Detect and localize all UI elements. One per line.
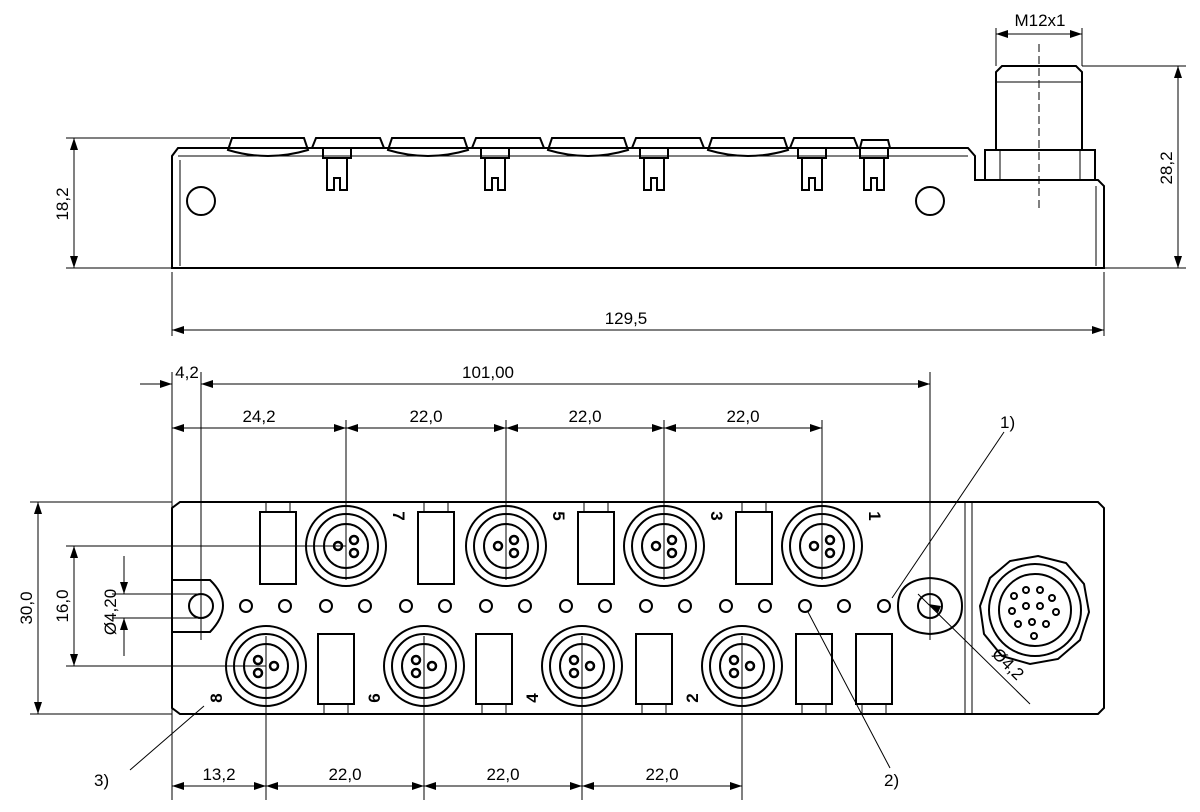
side-port-caps bbox=[226, 137, 891, 157]
label-side-height: 18,2 bbox=[53, 187, 72, 220]
label-hole-row-span: 16,0 bbox=[53, 589, 72, 622]
callout-2: 2) bbox=[884, 771, 899, 790]
label-bottom-pitch-2: 22,0 bbox=[486, 765, 519, 784]
dim-side-height: 18,2 bbox=[53, 137, 230, 269]
port-numbers: 7 5 3 1 8 6 4 2 bbox=[207, 511, 884, 702]
dim-body-width: 30,0 bbox=[17, 501, 172, 715]
top-body-outline bbox=[171, 501, 1105, 715]
led-row bbox=[239, 599, 891, 613]
port-number-4: 4 bbox=[523, 693, 542, 703]
dim-bottom-pitch: 13,2 22,0 22,0 22,0 bbox=[172, 765, 742, 790]
callouts: 1) 2) 3) bbox=[94, 413, 1015, 790]
port-number-7: 7 bbox=[389, 511, 408, 520]
port-number-2: 2 bbox=[683, 693, 702, 702]
label-hole-dia-small: 4,20 bbox=[101, 589, 120, 622]
label-bottom-first: 13,2 bbox=[202, 765, 235, 784]
port-number-3: 3 bbox=[707, 511, 726, 520]
side-clips bbox=[322, 148, 889, 191]
label-bottom-pitch-1: 22,0 bbox=[328, 765, 361, 784]
top-view: 7 5 3 1 8 6 4 2 bbox=[17, 363, 1105, 800]
label-top-pitch-2: 22,0 bbox=[568, 407, 601, 426]
port-number-6: 6 bbox=[365, 693, 384, 702]
dim-hole-dia-small: Ø4,20 bbox=[101, 556, 201, 656]
port-number-5: 5 bbox=[549, 511, 568, 520]
label-total-height: 28,2 bbox=[1157, 151, 1176, 184]
dim-top-pitch: 24,2 22,0 22,0 22,0 bbox=[172, 407, 822, 432]
label-top-pitch-3: 22,0 bbox=[726, 407, 759, 426]
dim-thread: M12x1 bbox=[995, 11, 1083, 66]
dim-total-height: 28,2 bbox=[1082, 65, 1186, 269]
side-view: M12x1 18,2 28,2 129,5 bbox=[53, 11, 1186, 336]
label-thread: M12x1 bbox=[1014, 11, 1065, 30]
label-windows-bottom bbox=[317, 633, 893, 715]
label-windows-top bbox=[259, 501, 773, 585]
label-body-width: 30,0 bbox=[17, 591, 36, 624]
label-top-pitch-1: 22,0 bbox=[409, 407, 442, 426]
dim-hole-row-span: 16,0 bbox=[53, 545, 346, 667]
diameter-symbol-left: Ø bbox=[101, 622, 120, 635]
label-left-offset: 4,2 bbox=[175, 363, 199, 382]
port-centerlines bbox=[171, 372, 931, 800]
side-mount-hole-left bbox=[186, 186, 216, 216]
svg-text:Ø4,2: Ø4,2 bbox=[988, 644, 1028, 684]
side-body-outline bbox=[171, 147, 1105, 269]
callout-3: 3) bbox=[94, 771, 109, 790]
dim-total-length: 129,5 bbox=[171, 272, 1105, 336]
label-total-length: 129,5 bbox=[605, 309, 648, 328]
label-top-first: 24,2 bbox=[242, 407, 275, 426]
left-mount-tab bbox=[172, 579, 224, 633]
label-bottom-pitch-3: 22,0 bbox=[645, 765, 678, 784]
label-hole-spacing: 101,00 bbox=[462, 363, 514, 382]
dim-hole-dia-right: Ø4,2 bbox=[917, 593, 1031, 705]
dim-hole-spacing: 101,00 bbox=[201, 363, 930, 388]
side-mount-hole-right bbox=[915, 186, 945, 216]
port-number-8: 8 bbox=[207, 693, 226, 702]
svg-text:Ø4,20: Ø4,20 bbox=[101, 589, 120, 635]
main-connector-12pin bbox=[978, 554, 1091, 666]
callout-1: 1) bbox=[1000, 413, 1015, 432]
dim-left-offset: 4,2 bbox=[140, 363, 214, 388]
side-m12-connector bbox=[984, 44, 1096, 210]
port-number-1: 1 bbox=[865, 511, 884, 520]
